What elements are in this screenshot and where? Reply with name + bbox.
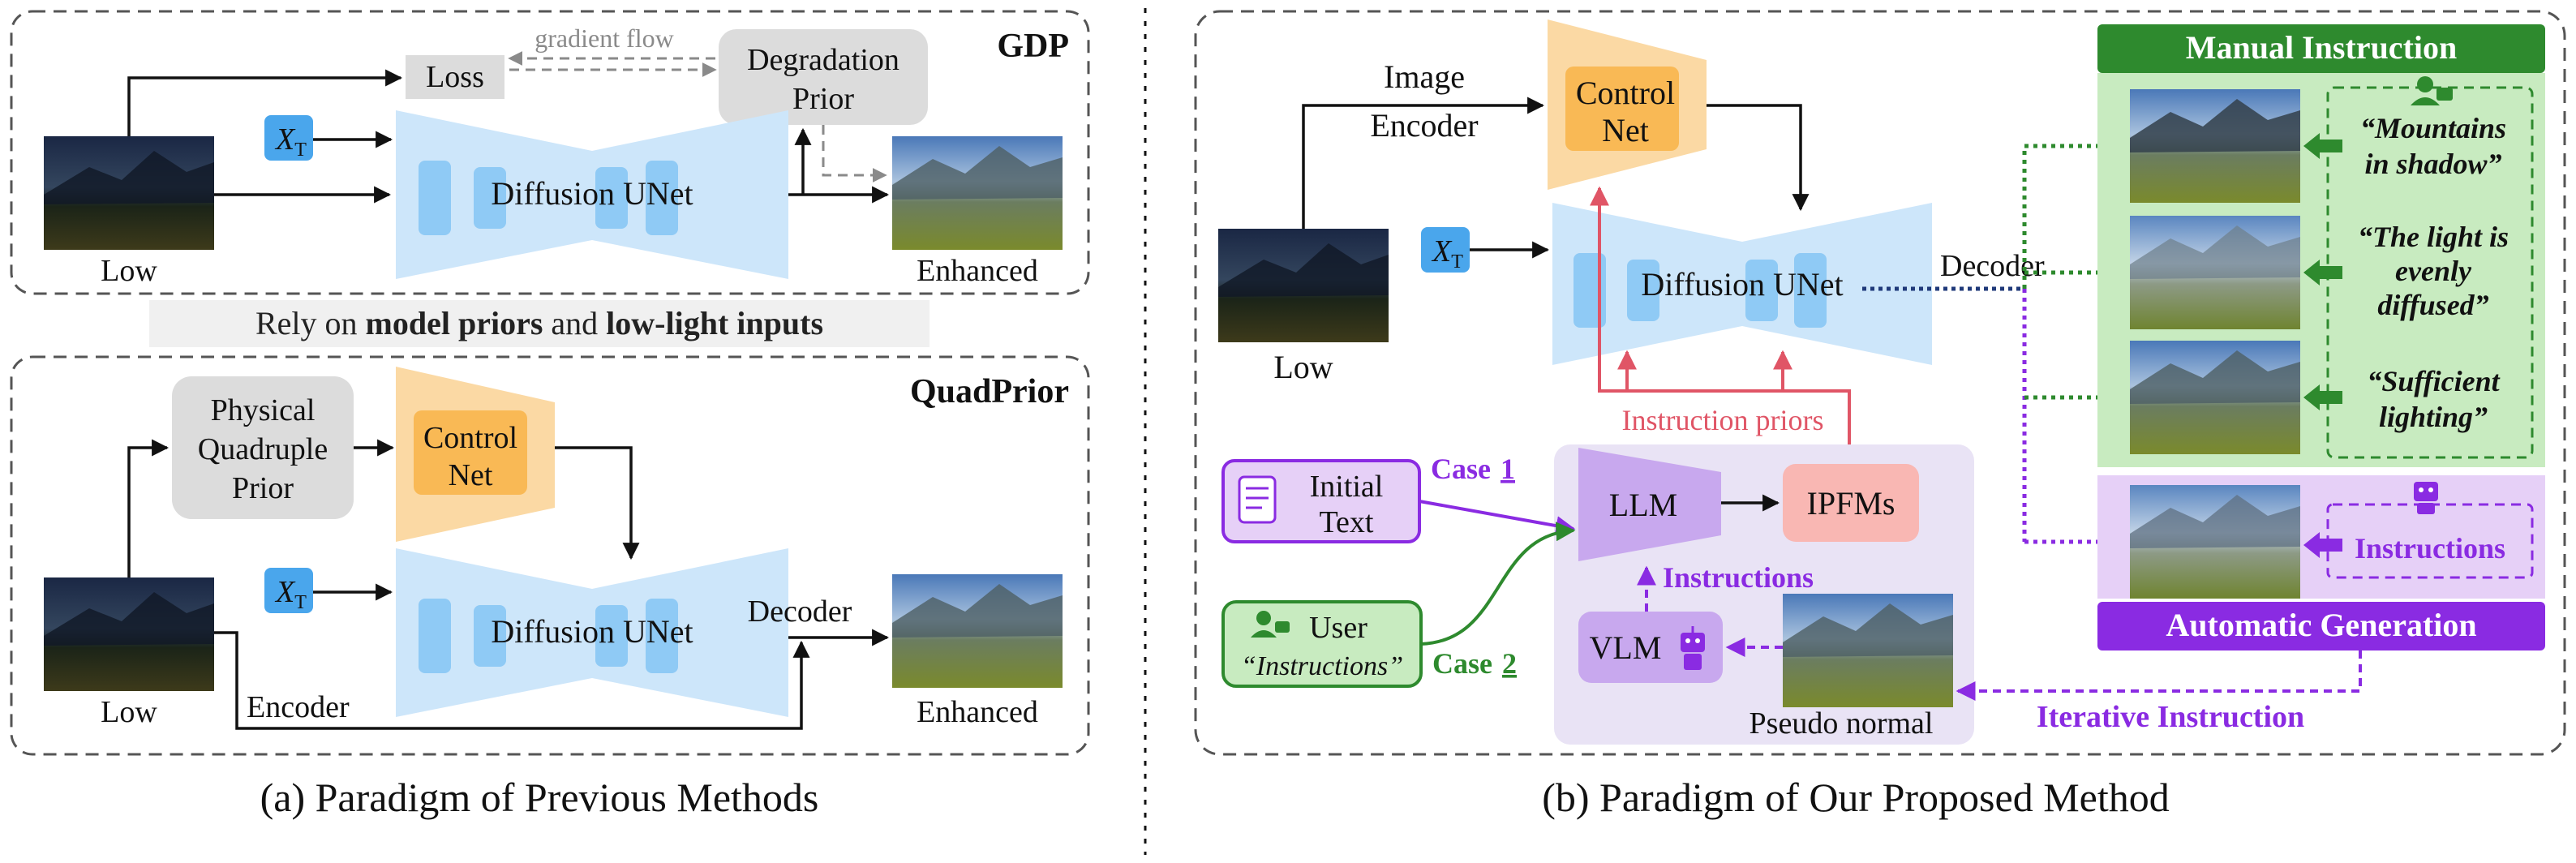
gdp-xt-label: XT [274,122,307,161]
quad-control-net [396,367,555,542]
vlm-label: VLM [1590,629,1662,666]
loss-box [406,55,504,99]
proposed-control-net-line2: Net [1602,112,1649,148]
user-icon [1251,611,1290,638]
initial-text-line2: Text [1320,505,1374,539]
ipfms-label: IPFMs [1807,485,1896,522]
iterative-instruction-label: Iterative Instruction [2037,700,2304,734]
gdp-low-image [44,136,214,250]
physical-prior-line3: Prior [232,471,294,505]
gdp-unet [396,110,788,279]
manual-image-3 [2130,341,2300,454]
manual-instruction-title: Manual Instruction [2186,29,2458,66]
auto-robot-icon [2414,482,2438,514]
user-label: User [1309,611,1367,645]
quad-control-net-line1: Control [423,421,517,455]
rely-band: Rely on model priors and low-light input… [149,300,930,347]
quote-1-line2: in shadow” [2364,148,2501,180]
manual-instruction-header [2097,24,2545,73]
proposed-control-net [1548,19,1707,190]
proposed-panel: Control Net Image Encoder Low XT Diffusi… [1194,10,2566,756]
proposed-decoder-label: Decoder [1940,249,2045,283]
quad-enhanced-label: Enhanced [917,695,1038,729]
degradation-prior-box [719,29,928,125]
quadprior-title: QuadPrior [910,373,1069,410]
gradient-flow-label: gradient flow [535,24,674,53]
manual-image-2 [2130,216,2300,329]
user-edit-icon [2411,76,2453,105]
caption-b: (b) Paradigm of Our Proposed Method [1542,775,2170,820]
quad-xt-label: XT [274,575,307,613]
automatic-generation-header [2097,602,2545,650]
ipfms-box [1783,464,1919,542]
physical-prior-box [172,376,354,519]
gdp-unet-label: Diffusion UNet [491,175,693,212]
quote-2-line3: diffused” [2377,289,2488,321]
proposed-unet-label: Diffusion UNet [1641,266,1843,303]
auto-image [2130,485,2300,599]
physical-prior-line1: Physical [211,393,316,427]
loss-label: Loss [426,60,484,94]
quad-xt-box [264,568,313,613]
gdp-panel: GDP Loss gradient flow Degradation Prior… [10,10,1090,295]
llm-block [1578,448,1721,561]
gdp-title: GDP [997,28,1069,65]
quote-3-line1: “Sufficient [2367,365,2500,397]
pseudo-normal-label: Pseudo normal [1750,706,1934,741]
quad-enhanced-image [892,574,1063,688]
image-encoder-line2: Encoder [1370,107,1478,144]
proposed-control-net-line1: Control [1576,75,1675,111]
quad-decoder-label: Decoder [748,595,852,629]
proposed-low-label: Low [1273,349,1333,385]
quad-low-image [44,577,214,691]
manual-image-1 [2130,89,2300,203]
image-encoder-line1: Image [1384,58,1465,95]
gdp-xt-box [264,115,313,161]
quote-2-line1: “The light is [2358,221,2509,253]
user-instructions-label: “Instructions” [1241,651,1403,681]
quote-1-line1: “Mountains [2360,112,2506,144]
initial-text-line1: Initial [1310,470,1384,504]
gdp-enhanced-label: Enhanced [917,254,1038,288]
quad-unet-label: Diffusion UNet [491,613,693,650]
llm-label: LLM [1609,487,1677,523]
physical-prior-line2: Quadruple [198,432,328,466]
quote-3-line2: lighting” [2379,401,2488,433]
rely-text: Rely on model priors and low-light input… [255,305,823,341]
quad-low-label: Low [101,695,157,729]
proposed-xt-box [1421,227,1470,273]
proposed-xt-label: XT [1431,234,1463,273]
caption-a: (a) Paradigm of Previous Methods [260,775,819,820]
degradation-prior-line2: Prior [792,82,854,116]
document-icon [1238,475,1277,524]
quote-2-line2: evenly [2395,255,2472,287]
quad-control-net-line2: Net [449,458,493,492]
gdp-low-label: Low [101,254,157,288]
automatic-generation-title: Automatic Generation [2166,607,2476,643]
quad-encoder-label: Encoder [247,690,350,724]
quadprior-panel: QuadPrior Physical Quadruple Prior Contr… [10,355,1090,756]
instructions-label: Instructions [1663,561,1814,594]
gdp-enhanced-image [892,136,1063,250]
degradation-prior-line1: Degradation [747,43,899,77]
robot-icon [1681,626,1705,670]
auto-instructions-label: Instructions [2355,532,2505,565]
proposed-low-image [1218,229,1389,342]
instruction-priors-label: Instruction priors [1622,404,1824,436]
pseudo-normal-image [1783,594,1953,707]
quad-unet [396,548,788,717]
